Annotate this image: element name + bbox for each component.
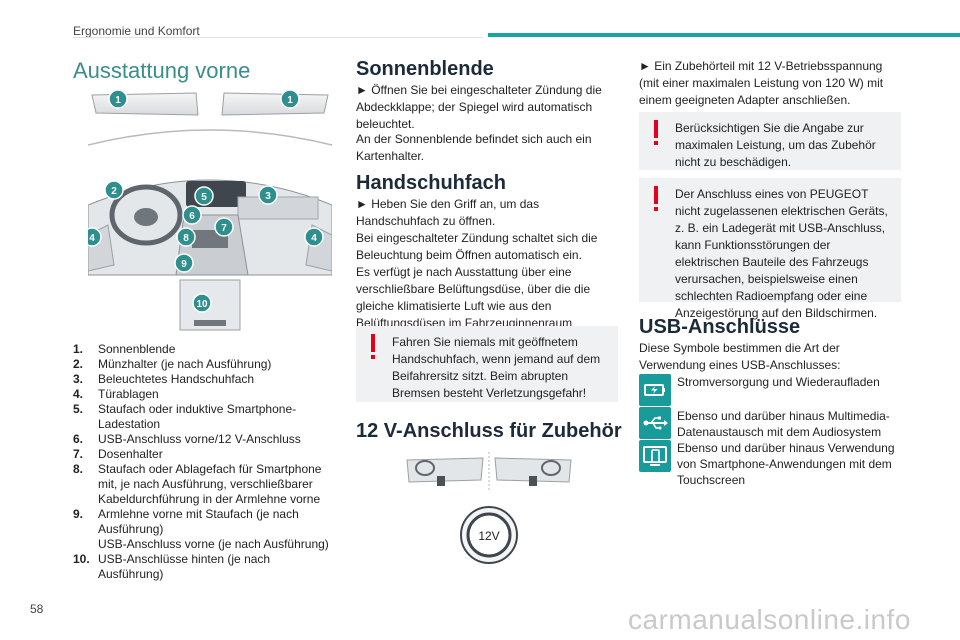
svg-text:5: 5 xyxy=(201,192,207,203)
svg-text:4: 4 xyxy=(311,233,317,244)
paragraph: ► Heben Sie den Griff an, um das Handsch… xyxy=(356,197,540,228)
marker-6: 6 xyxy=(182,205,202,225)
svg-text:4: 4 xyxy=(89,233,95,244)
paragraph: An der Sonnenblende befindet sich auch e… xyxy=(356,132,592,163)
marker-2: 2 xyxy=(104,180,124,200)
svg-text:3: 3 xyxy=(265,191,271,202)
header-rule xyxy=(73,37,483,38)
svg-text:8: 8 xyxy=(183,233,189,244)
usb-item-text: Stromversorgung und Wiederaufladen xyxy=(677,375,880,389)
paragraph: Bei eingeschalteter Zündung schaltet sic… xyxy=(356,231,598,262)
paragraph: ► Ein Zubehörteil mit 12 V-Betriebsspann… xyxy=(639,59,884,107)
svg-text:9: 9 xyxy=(181,259,187,270)
marker-3: 3 xyxy=(258,185,278,205)
page-number: 58 xyxy=(30,602,44,616)
usb-item-text: Ebenso und darüber hinaus Verwendung von… xyxy=(677,441,895,487)
warning-text: Der Anschluss eines von PEUGEOT nicht zu… xyxy=(675,187,888,320)
socket-label: 12V xyxy=(478,529,499,543)
list-item: 4.Türablagen xyxy=(73,387,159,401)
warning-icon xyxy=(653,186,659,212)
running-header: Ergonomie und Komfort xyxy=(73,24,200,38)
marker-4a: 4 xyxy=(88,227,102,247)
list-item: 3.Beleuchtetes Handschuhfach xyxy=(73,372,255,386)
heading-12v: 12 V-Anschluss für Zubehör xyxy=(356,420,622,442)
battery-charge-icon xyxy=(639,374,671,406)
heading-sonnenblende: Sonnenblende xyxy=(356,58,494,80)
usb-icon xyxy=(639,407,671,439)
socket-illustration: 12V xyxy=(406,452,572,564)
marker-10: 10 xyxy=(192,293,212,313)
list-item: 8.Staufach oder Ablagefach für Smartphon… xyxy=(73,462,322,506)
heading-usb: USB-Anschlüsse xyxy=(639,316,801,338)
usb-item-text: Ebenso und darüber hinaus Multimedia-Dat… xyxy=(677,409,890,439)
heading-handschuhfach: Handschuhfach xyxy=(356,172,507,194)
svg-text:1: 1 xyxy=(115,95,121,106)
warning-box: Fahren Sie niemals mit geöffnetem Handsc… xyxy=(356,326,618,402)
marker-1a: 1 xyxy=(108,89,128,109)
section-title: Ausstattung vorne xyxy=(73,58,251,83)
paragraph: Diese Symbole bestimmen die Art der Verw… xyxy=(639,341,841,372)
svg-text:7: 7 xyxy=(221,223,227,234)
list-item: 2.Münzhalter (je nach Ausführung) xyxy=(73,357,272,371)
svg-text:6: 6 xyxy=(189,211,195,222)
marker-8: 8 xyxy=(176,227,196,247)
svg-text:1: 1 xyxy=(287,95,293,106)
list-item-extra: USB-Anschluss vorne (je nach Ausführung) xyxy=(98,537,329,551)
list-item: 1.Sonnenblende xyxy=(73,342,176,356)
marker-5: 5 xyxy=(194,186,214,206)
marker-7: 7 xyxy=(214,217,234,237)
list-item: 7.Dosenhalter xyxy=(73,447,163,461)
warning-box: Der Anschluss eines von PEUGEOT nicht zu… xyxy=(639,178,901,320)
list-item: 10.USB-Anschlüsse hinten (je nach Ausfüh… xyxy=(73,552,271,581)
warning-text: Fahren Sie niemals mit geöffnetem Handsc… xyxy=(392,335,601,400)
smartphone-screen-icon xyxy=(639,440,671,472)
header-accent-bar xyxy=(488,33,960,37)
marker-1b: 1 xyxy=(280,89,300,109)
list-item: 5.Staufach oder induktive Smartphone-Lad… xyxy=(73,402,297,431)
warning-icon xyxy=(370,334,376,360)
warning-icon xyxy=(653,120,659,146)
svg-text:2: 2 xyxy=(111,186,117,197)
paragraph: ► Öffnen Sie bei eingeschalteter Zündung… xyxy=(356,83,602,131)
list-item: 9.Armlehne vorne mit Staufach (je nach A… xyxy=(73,507,299,536)
watermark: carmanualsonline.info xyxy=(628,604,911,635)
marker-4b: 4 xyxy=(304,227,324,247)
marker-9: 9 xyxy=(174,253,194,273)
warning-box: Berücksichtigen Sie die Angabe zur maxim… xyxy=(639,112,901,170)
equipment-legend: 1.Sonnenblende 2.Münzhalter (je nach Aus… xyxy=(73,342,338,582)
dashboard-illustration: 1 1 2 3 4 4 5 6 7 8 9 10 xyxy=(88,85,332,333)
warning-text: Berücksichtigen Sie die Angabe zur maxim… xyxy=(675,121,876,169)
list-item: 6.USB-Anschluss vorne/12 V-Anschluss xyxy=(73,432,301,446)
svg-text:10: 10 xyxy=(196,299,208,310)
